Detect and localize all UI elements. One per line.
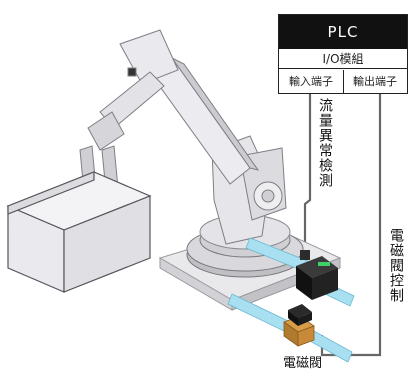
input-port-label: 輸入端子: [279, 70, 344, 94]
flow-anomaly-label: 流量異常檢測: [317, 98, 333, 188]
output-port-label: 輸出端子: [353, 75, 397, 88]
solenoid-valve-label: 電磁閥: [283, 356, 323, 371]
sensor-wire: [303, 94, 312, 250]
tray: [6, 171, 152, 293]
solenoid-valve-icon: [283, 304, 315, 347]
plc-module-box: PLC I/O模組 輸入端子 輸出端子: [278, 14, 408, 94]
io-module-label: I/O模組: [279, 49, 407, 69]
flow-sensor-icon: [296, 250, 338, 300]
plc-title: PLC: [279, 15, 407, 49]
valve-control-label: 電磁閥控制: [388, 228, 404, 303]
